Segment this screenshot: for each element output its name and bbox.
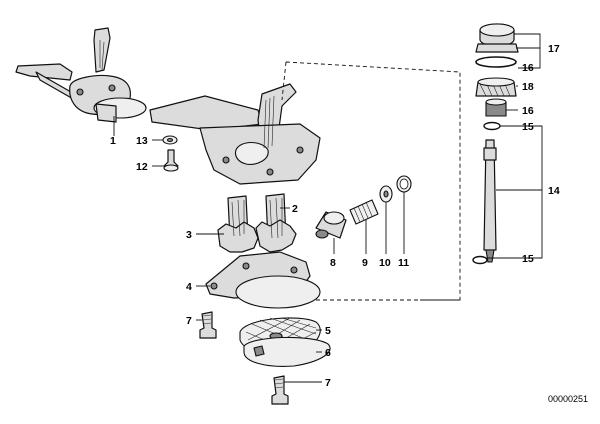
drive-shaft bbox=[483, 139, 497, 263]
callout-6: 6 bbox=[325, 347, 331, 359]
callout-18: 18 bbox=[522, 81, 534, 93]
callout-13: 13 bbox=[136, 135, 148, 147]
callout-15-upper: 15 bbox=[522, 121, 534, 133]
hex-bolt-upper bbox=[199, 311, 217, 339]
oil-pump-assembly bbox=[15, 27, 147, 123]
screw-small bbox=[163, 149, 179, 172]
callout-9: 9 bbox=[362, 257, 368, 269]
leader-lines bbox=[113, 33, 543, 383]
hex-bolt-lower bbox=[271, 375, 289, 405]
callout-7-lower: 7 bbox=[325, 377, 331, 389]
callout-8: 8 bbox=[330, 257, 336, 269]
callout-7-upper: 7 bbox=[186, 315, 192, 327]
callout-14: 14 bbox=[548, 185, 560, 197]
washer-small bbox=[162, 135, 178, 145]
callout-16-upper: 16 bbox=[522, 62, 534, 74]
bushing bbox=[485, 98, 507, 117]
relief-piston bbox=[315, 211, 347, 239]
relief-spring bbox=[349, 199, 379, 225]
shaft-cap bbox=[475, 23, 519, 53]
driven-gear bbox=[217, 195, 259, 253]
pump-housing bbox=[149, 83, 321, 185]
spring-washer bbox=[379, 185, 393, 203]
circlip bbox=[396, 175, 412, 193]
callout-labels: 1 13 12 2 3 4 7 5 6 7 8 9 10 11 17 16 18… bbox=[110, 43, 560, 389]
o-ring-upper bbox=[475, 56, 517, 68]
pump-cover bbox=[205, 251, 321, 309]
callout-2: 2 bbox=[292, 203, 298, 215]
callout-5: 5 bbox=[325, 325, 331, 337]
callout-10: 10 bbox=[379, 257, 391, 269]
callout-1: 1 bbox=[110, 135, 116, 147]
callout-12: 12 bbox=[136, 161, 148, 173]
callout-17: 17 bbox=[548, 43, 560, 55]
document-id: 00000251 bbox=[548, 394, 588, 404]
callout-15-lower: 15 bbox=[522, 253, 534, 265]
strainer-plate bbox=[243, 336, 331, 367]
callout-11: 11 bbox=[398, 257, 409, 269]
callout-16-lower: 16 bbox=[522, 105, 534, 117]
snap-ring-lower bbox=[472, 255, 488, 265]
callout-4: 4 bbox=[186, 281, 192, 293]
helical-gear bbox=[475, 77, 517, 97]
snap-ring-upper bbox=[483, 121, 501, 131]
drive-gear bbox=[255, 193, 297, 253]
assembly-guide-dashed bbox=[281, 61, 461, 301]
callout-3: 3 bbox=[186, 229, 192, 241]
